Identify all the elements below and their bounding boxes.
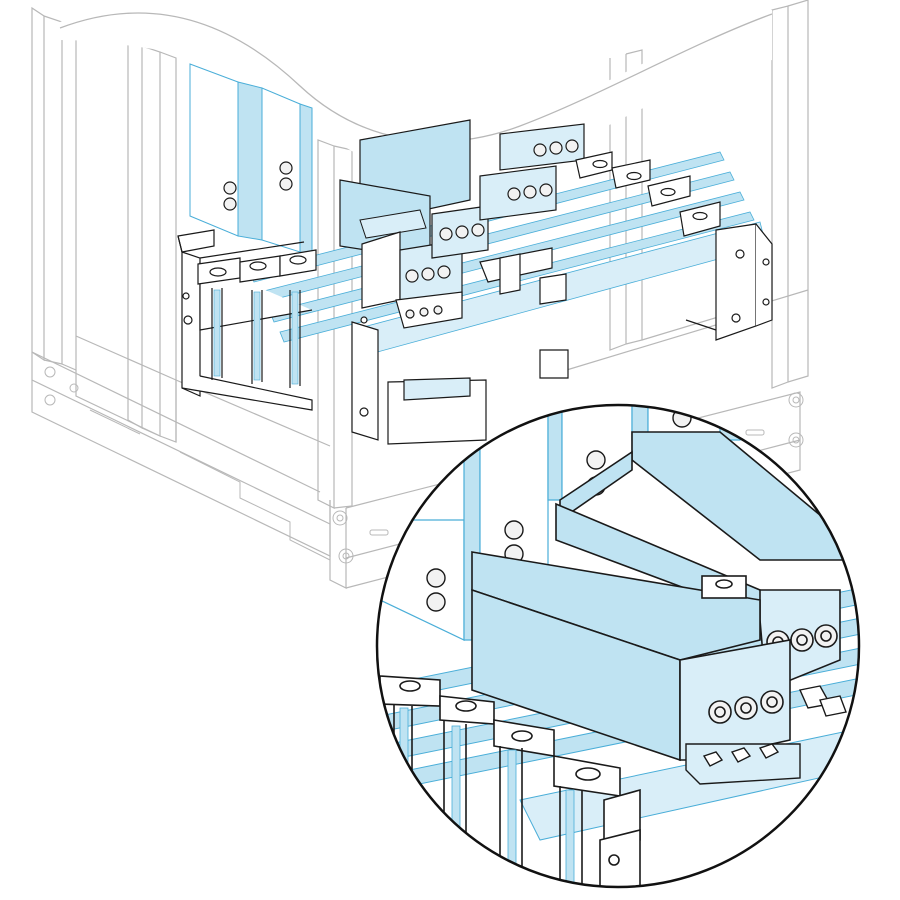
lens-left-busbar-support <box>379 675 641 887</box>
left-support-blue-strips <box>213 289 299 385</box>
lens-ring <box>375 403 861 889</box>
lens-front-connection-bar <box>471 551 791 762</box>
upper-bolt-rows <box>405 139 579 319</box>
lens-front-bolts <box>708 690 784 724</box>
lens-foot-plate <box>685 685 847 785</box>
right-busbar-support <box>479 151 773 341</box>
magnifier-lens <box>375 403 861 889</box>
middle-mount-bracket <box>351 316 569 445</box>
rear-bolt-pairs <box>223 161 293 211</box>
left-busbar-support <box>177 229 317 411</box>
upper-connection-bars <box>339 119 585 329</box>
